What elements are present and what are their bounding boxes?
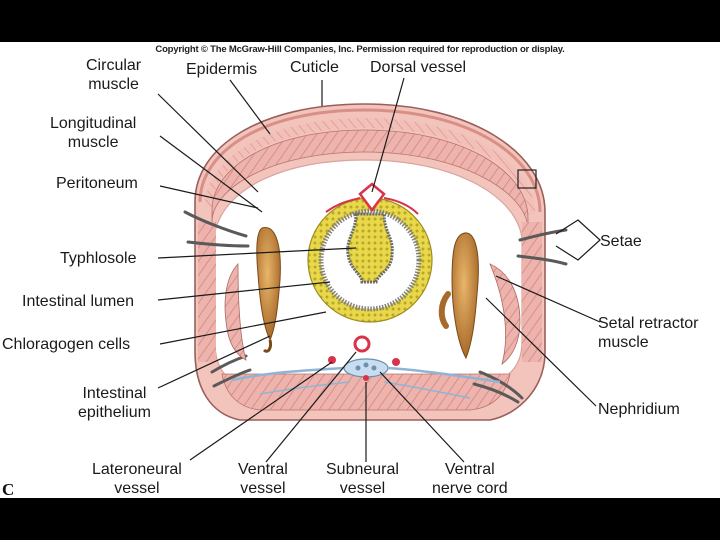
label-chloragogen-cells: Chloragogen cells	[2, 336, 131, 353]
label-ventral-nerve-cord: Ventral nerve cord	[432, 461, 508, 497]
setal-retractor-muscle-shape	[489, 263, 521, 365]
panel-letter: C	[2, 480, 15, 498]
label-setae: Setae	[600, 233, 642, 250]
leader-lines	[157, 77, 601, 463]
label-subneural-vessel: Subneural vessel	[326, 461, 399, 497]
label-peritoneum: Peritoneum	[56, 175, 138, 192]
label-nephridium: Nephridium	[598, 401, 680, 418]
label-circular-muscle: Circular muscle	[86, 57, 142, 93]
setae-marks	[183, 210, 568, 404]
label-intestinal-lumen: Intestinal lumen	[22, 293, 135, 310]
typhlosole	[346, 212, 394, 284]
label-setal-retractor-muscle: Setal retractor muscle	[598, 315, 699, 351]
nephridium-right	[451, 232, 479, 360]
copyright-notice: Copyright © The McGraw-Hill Companies, I…	[155, 44, 565, 55]
dorsal-vessel-shape	[358, 182, 386, 213]
left-body-wall	[198, 222, 216, 362]
earthworm-cross-section	[157, 77, 601, 463]
label-epidermis: Epidermis	[186, 61, 258, 78]
label-ventral-vessel: Ventral vessel	[238, 461, 288, 497]
ventral-vessel-shape	[353, 335, 371, 353]
label-cuticle: Cuticle	[290, 59, 339, 76]
label-longitudinal-muscle: Longitudinal muscle	[50, 115, 137, 151]
label-dorsal-vessel: Dorsal vessel	[370, 59, 467, 76]
diagram-stage: Copyright © The McGraw-Hill Companies, I…	[0, 42, 720, 498]
label-intestinal-epithelium: Intestinal epithelium	[78, 385, 151, 421]
label-typhlosole: Typhlosole	[60, 250, 137, 267]
label-lateroneural-vessel: Lateroneural vessel	[92, 461, 182, 497]
